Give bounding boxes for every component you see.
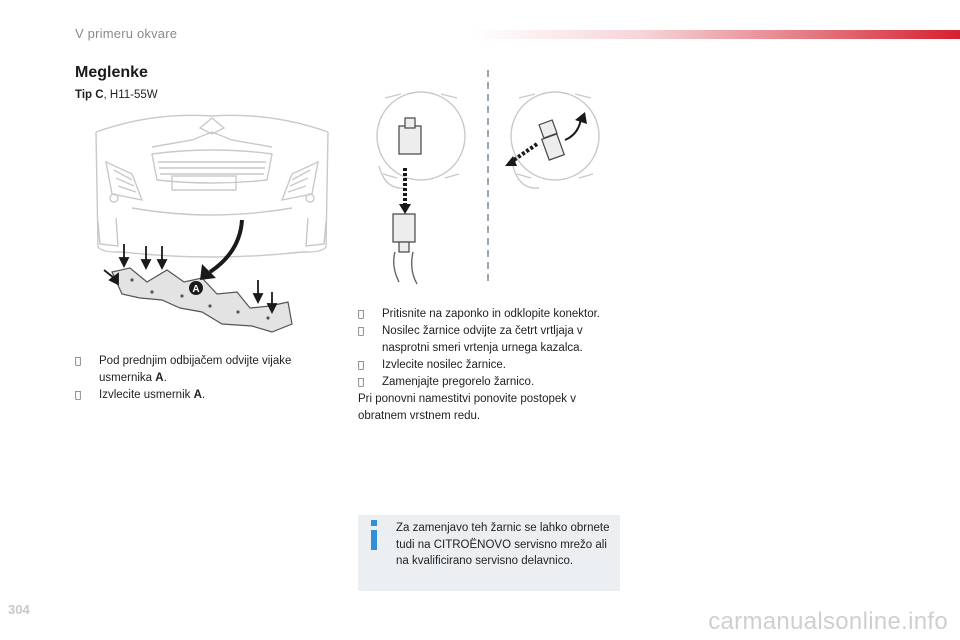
info-note-text: Za zamenjavo teh žarnic se lahko obrnete… — [396, 522, 610, 567]
bulb-type-label: Tip C — [75, 89, 104, 101]
reinstall-paragraph: Pri ponovni namestitvi ponovite postopek… — [358, 393, 576, 422]
info-note: Za zamenjavo teh žarnic se lahko obrnete… — [358, 515, 620, 591]
info-icon — [371, 520, 377, 550]
list-item: Izvlecite usmernik A. — [75, 387, 320, 404]
list-item: Nosilec žarnice odvijte za četrt vrtlja… — [358, 323, 620, 357]
deflector-instructions: Pod prednjim odbijačem odvijte vijake u… — [75, 353, 320, 404]
deflector-callout: A — [192, 284, 199, 295]
list-item: Izvlecite nosilec žarnice. — [358, 357, 620, 374]
bulb-instructions: Pritisnite na zaponko in odklopite kone… — [358, 306, 620, 425]
watermark: carmanualsonline.info — [708, 608, 948, 635]
section-header: V primeru okvare — [75, 26, 178, 41]
step-bullet-icon:  — [358, 323, 372, 340]
bulb-type-line: Tip C, H11-55W — [75, 89, 158, 101]
header-accent-bar — [470, 30, 960, 39]
step-bullet-icon:  — [75, 387, 89, 404]
step-bullet-icon:  — [358, 374, 372, 391]
bulb-type-value: , H11-55W — [103, 89, 158, 101]
fog-lamp-illustration — [376, 70, 600, 286]
list-item: Pod prednjim odbijačem odvijte vijake u… — [75, 353, 320, 387]
page-title: Meglenke — [75, 64, 148, 81]
list-item: Zamenjajte pregorelo žarnico. — [358, 374, 620, 391]
step-bullet-icon:  — [358, 357, 372, 374]
bumper-deflector-illustration: A — [95, 114, 329, 333]
step-bullet-icon:  — [75, 353, 89, 370]
page-number: 304 — [8, 602, 30, 617]
step-bullet-icon:  — [358, 306, 372, 323]
list-item: Pritisnite na zaponko in odklopite kone… — [358, 306, 620, 323]
